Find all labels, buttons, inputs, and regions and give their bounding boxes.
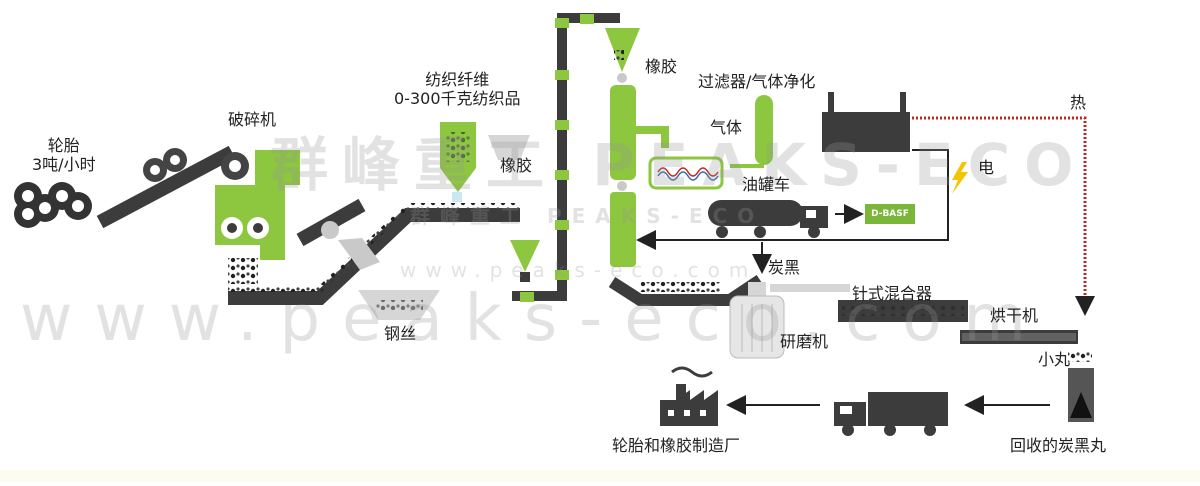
basf-badge: D-BASF [865,204,915,224]
dryer [960,330,1078,344]
carbon-conveyor [608,275,764,306]
heat-line [912,116,1087,312]
label-grinder: 研磨机 [780,332,829,351]
label-tire: 轮胎 3吨/小时 [32,136,96,174]
label-recovered: 回收的炭黑丸 [1010,436,1107,455]
label-fiber: 纺织纤维 0-300千克纺织品 [394,70,521,108]
shredder-machine [215,150,300,284]
label-filter: 过滤器/气体净化 [698,72,816,91]
feed-conveyor [96,145,236,229]
hopper [510,240,540,272]
power-return-line [636,149,949,250]
gas-filter [755,95,773,165]
footer-strip [0,470,1200,482]
label-tire-rate: 3吨/小时 [32,155,96,175]
generator [822,92,910,152]
tanker-truck [708,200,828,238]
condenser [648,156,724,190]
label-carbon-black: 炭黑 [768,258,801,277]
bucket-elevator [512,13,620,302]
label-heat: 热 [1070,93,1087,112]
label-pin-mixer: 针式混合器 [852,284,933,303]
label-tire-text: 轮胎 [47,136,80,155]
fiber-separator [440,122,476,202]
label-dryer: 烘干机 [990,306,1039,325]
tire-stack [14,182,92,228]
label-gas: 气体 [710,118,743,137]
rubber-bin [488,135,530,160]
lightning-icon [952,162,968,194]
label-fiber-amount: 0-300千克纺织品 [394,89,521,109]
label-electric: 电 [978,158,995,177]
factory-icon [660,366,718,426]
label-factory: 轮胎和橡胶制造厂 [612,436,741,455]
label-tanker: 油罐车 [742,175,791,194]
conveyor-tires [143,148,249,182]
label-pellets: 小丸 [1038,350,1071,369]
label-steel: 钢丝 [384,324,417,343]
label-rubber-top: 橡胶 [645,57,678,76]
label-fiber-text: 纺织纤维 [425,70,490,89]
label-shredder: 破碎机 [228,110,277,129]
pellet-silo [1068,352,1094,422]
pyrolysis-reactor [605,28,669,267]
pin-mixer [838,300,968,322]
label-rubber-left: 橡胶 [500,156,533,175]
delivery-truck [834,392,948,436]
grinder-machine [729,282,785,359]
